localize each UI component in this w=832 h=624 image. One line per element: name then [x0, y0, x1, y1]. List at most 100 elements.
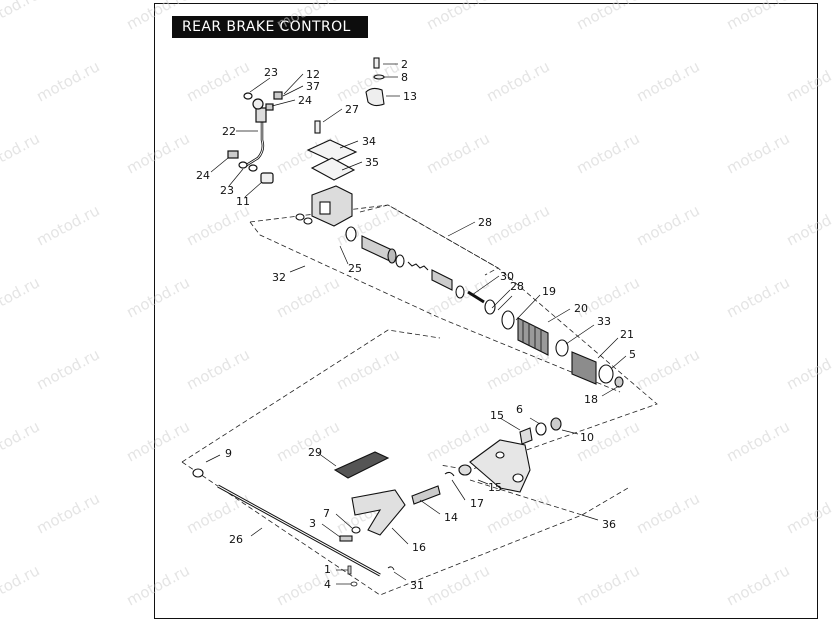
mounting-bracket [444, 439, 531, 493]
label-20: 20 [574, 302, 588, 315]
watermark-text: motod.ru [183, 345, 252, 393]
label-19: 19 [542, 285, 556, 298]
label-24a: 24 [298, 94, 312, 107]
label-2: 2 [401, 58, 408, 71]
boot-21 [571, 351, 597, 385]
watermark-text: motod.ru [783, 345, 832, 393]
watermark-text: motod.ru [573, 129, 642, 177]
ring-28a [455, 285, 465, 299]
bolt-24 [265, 103, 274, 111]
watermark-text: motod.ru [783, 201, 832, 249]
o-ring-mid [395, 254, 405, 268]
washer-23b [238, 161, 248, 169]
watermark-text: motod.ru [33, 57, 102, 105]
bolt-24b [227, 150, 239, 159]
pivot-hardware [519, 417, 562, 445]
label-21: 21 [620, 328, 634, 341]
piston-stack [345, 226, 624, 388]
watermark-text: motod.ru [723, 0, 792, 34]
watermark-text: motod.ru [183, 57, 252, 105]
label-11: 11 [236, 195, 250, 208]
label-26: 26 [229, 533, 243, 546]
cylinder-body [311, 185, 353, 227]
bracket-hole-1 [495, 451, 505, 459]
cover-gasket-35 [310, 157, 356, 181]
watermark-text: motod.ru [0, 273, 43, 321]
part-labels: 23 12 37 24 22 24 23 11 2 8 13 27 34 35 … [196, 58, 636, 592]
plunger-30 [431, 269, 453, 291]
label-34: 34 [362, 135, 376, 148]
washer-33 [555, 339, 569, 357]
watermark-text: motod.ru [723, 417, 792, 465]
watermark-text: motod.ru [123, 129, 192, 177]
watermark-text: motod.ru [633, 201, 702, 249]
watermark-text: motod.ru [33, 345, 102, 393]
label-10: 10 [580, 431, 594, 444]
watermark-text: motod.ru [33, 201, 102, 249]
label-8: 8 [401, 71, 408, 84]
brake-pedal [333, 451, 441, 542]
rod-26 [192, 468, 395, 587]
nut-18 [614, 376, 624, 388]
washer-23c [248, 164, 258, 172]
snap-ring-19 [501, 310, 515, 330]
label-7: 7 [323, 507, 330, 520]
fitting-25b [303, 217, 313, 225]
watermark-text: motod.ru [423, 0, 492, 34]
watermark-text: motod.ru [573, 0, 642, 34]
watermark-text: motod.ru [483, 57, 552, 105]
watermark-text: motod.ru [333, 345, 402, 393]
reservoir-cover-34 [306, 139, 358, 163]
spring-small [407, 261, 429, 271]
label-6: 6 [516, 403, 523, 416]
clamp-13 [365, 87, 385, 107]
label-5: 5 [629, 348, 636, 361]
bracket-hole-2 [512, 473, 524, 483]
nut-11 [260, 172, 274, 184]
label-31: 31 [410, 579, 424, 592]
label-15a: 15 [490, 409, 504, 422]
label-4: 4 [324, 578, 331, 591]
bolt-3 [339, 535, 353, 542]
label-28a: 28 [478, 216, 492, 229]
watermark-text: motod.ru [273, 0, 342, 34]
watermark-text: motod.ru [633, 57, 702, 105]
o-ring-top [345, 226, 357, 242]
outline-36 [181, 329, 441, 463]
bleeder-37 [273, 91, 283, 100]
washer-8 [373, 74, 385, 80]
watermark-text: motod.ru [0, 417, 43, 465]
rod-26-highlight [217, 485, 381, 576]
washer-7 [351, 526, 361, 534]
label-12: 12 [306, 68, 320, 81]
label-1: 1 [324, 563, 331, 576]
outline-36-bottom [181, 461, 629, 596]
pivot-shaft-14 [411, 485, 441, 505]
watermark-text: motod.ru [0, 561, 43, 609]
watermark-text: motod.ru [0, 129, 43, 177]
watermark-text: motod.ru [0, 0, 43, 34]
outline-28 [359, 204, 499, 276]
watermark-text: motod.ru [723, 129, 792, 177]
body-window [319, 201, 331, 215]
top-hardware [314, 57, 385, 134]
banjo-12 [252, 98, 264, 110]
watermark-text: motod.ru [273, 561, 342, 609]
washer-4 [350, 581, 358, 587]
outline-32-left [249, 221, 621, 393]
hose-fitting-22 [255, 107, 267, 123]
crush-washer-23 [243, 92, 253, 100]
watermark-text: motod.ru [123, 0, 192, 34]
outline-36-right [469, 479, 583, 516]
label-15b: 15 [488, 481, 502, 494]
washer-6 [535, 422, 547, 436]
pushrod-head [467, 290, 485, 304]
watermark-text: motod.ru [633, 489, 702, 537]
watermark-text: motod.ru [723, 273, 792, 321]
watermark-text: motod.ru [573, 561, 642, 609]
label-28b: 28 [510, 280, 524, 293]
screw-27 [314, 120, 321, 134]
label-22: 22 [222, 125, 236, 138]
label-23: 23 [264, 66, 278, 79]
